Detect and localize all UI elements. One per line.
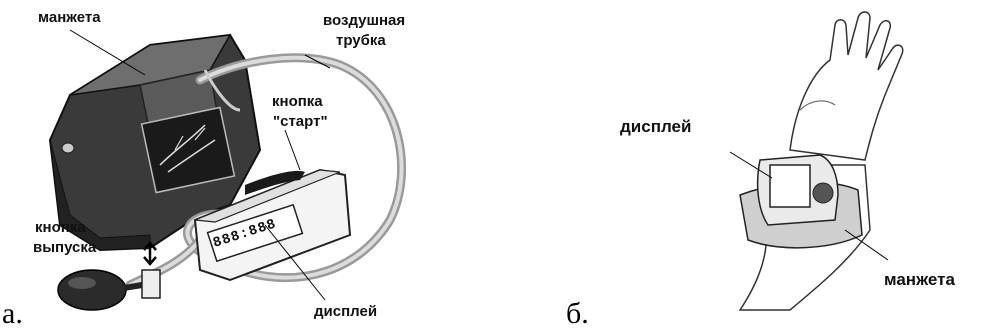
panel-letter-a: а. <box>2 297 23 330</box>
release-valve <box>141 269 161 299</box>
wrist-lcd <box>769 164 811 208</box>
leader-display <box>264 224 326 301</box>
upper-arm-monitor-illustration <box>48 29 406 311</box>
leader-cuff-b <box>844 229 889 261</box>
label-cuff-b: манжета <box>884 270 955 289</box>
panel-letter-b: б. <box>566 297 589 330</box>
leader-cuff <box>69 29 146 76</box>
cuff-top-flap <box>69 34 232 96</box>
label-release-line1: кнопка <box>35 219 86 236</box>
arm-sketch <box>159 124 216 173</box>
label-start-line1: кнопка <box>272 93 323 110</box>
label-start-line2: "старт" <box>273 113 328 130</box>
label-cuff-a: манжета <box>38 9 101 26</box>
lcd-window <box>206 203 304 263</box>
leader-start <box>284 129 301 171</box>
pump-bulb <box>57 269 127 311</box>
wrist-start-button <box>812 182 834 204</box>
start-button <box>245 170 305 195</box>
leader-tube <box>304 54 331 69</box>
hand-outline <box>789 11 904 161</box>
wrist-monitor-illustration <box>729 11 904 311</box>
label-display-a: дисплей <box>314 303 378 320</box>
cuff-window <box>140 106 236 194</box>
label-tube-line1: воздушная <box>323 12 406 29</box>
release-arrow-icon <box>143 241 157 266</box>
label-display-b: дисплей <box>620 117 692 136</box>
label-tube-line2: трубка <box>336 32 386 49</box>
label-release-line2: выпуска <box>33 239 97 256</box>
monitor-top <box>194 169 341 223</box>
leader-display-b <box>729 151 773 179</box>
